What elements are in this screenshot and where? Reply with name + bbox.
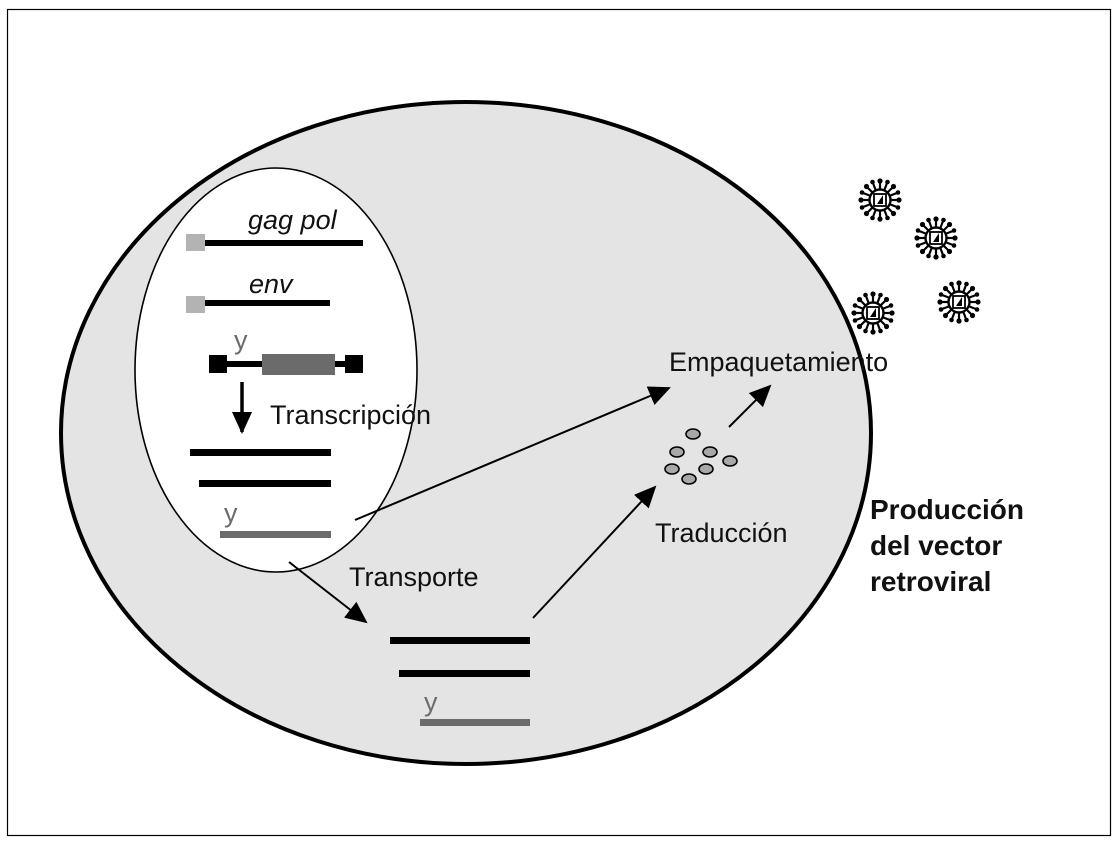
cytoplasmic-transcript [399,670,530,677]
psi-label: y [424,687,438,717]
transcription-label: Transcripción [270,400,431,430]
vector-transgene [262,354,335,375]
virion-icon [936,279,982,325]
translation-label: Traducción [655,518,788,548]
packaging-label: Empaquetamiento [669,347,888,377]
vector-ltr-right [345,355,363,373]
viral-proteins [664,428,738,485]
figure-title-line-1: Producción [870,494,1024,525]
packaging-arrow [354,386,671,521]
psi-label: y [234,325,248,355]
nuclear-psi-transcript [220,531,331,538]
env-label: env [249,269,294,299]
virion-icon [850,290,896,336]
translation-arrow [532,485,657,619]
nuclear-transcript [199,480,331,487]
cytoplasmic-psi-transcript [420,719,530,726]
transport-arrow [288,561,368,624]
cytoplasmic-transcript [390,637,530,644]
vector-ltr-left [209,355,227,373]
gag-pol-promoter [186,234,205,251]
env-promoter [186,296,205,313]
nuclear-transcript [190,449,331,456]
figure-title-line-3: retroviral [870,566,991,597]
figure-title-line-2: del vector [870,530,1002,561]
transport-label: Transporte [349,562,479,592]
psi-label: y [224,498,238,528]
env-gene [205,300,330,306]
virion-icon [913,215,959,261]
packaging-arrow [728,384,772,428]
gag-pol-gene [205,240,363,246]
gag-pol-label: gag pol [248,205,338,235]
virion-icon [857,177,903,223]
